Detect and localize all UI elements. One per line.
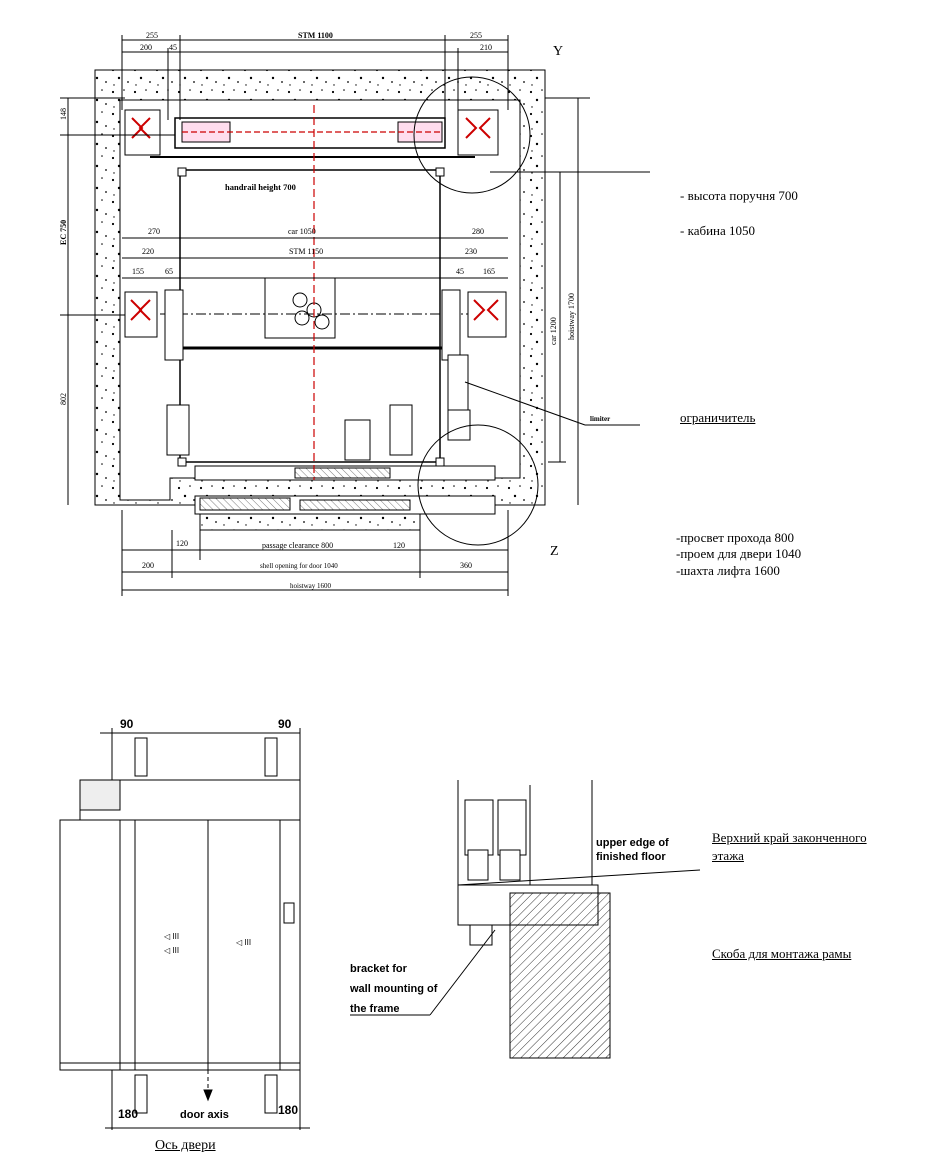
- dim-top-left-200: 200: [140, 43, 152, 52]
- dim-270: 270: [148, 227, 160, 236]
- dim-car-1200: car 1200: [549, 317, 558, 345]
- dim-stm-top: STM 1100: [298, 31, 333, 40]
- hoistway-plan: [60, 35, 650, 596]
- dim-bottom-120a: 120: [176, 539, 188, 548]
- door-axis-label: door axis: [180, 1109, 229, 1121]
- dim-passage: passage clearance 800: [262, 541, 333, 550]
- dim-top-right-255: 255: [470, 31, 482, 40]
- section-labels: upper edge of finished floor bracket for…: [349, 837, 669, 1015]
- dim-shell: shell opening for door 1040: [260, 562, 338, 570]
- dim-top-left-255: 255: [146, 31, 158, 40]
- dim-bottom-120b: 120: [393, 541, 405, 550]
- axis-z-label: Z: [550, 544, 559, 559]
- dim-bottom-360: 360: [460, 561, 472, 570]
- bracket-line1: bracket for: [350, 963, 408, 975]
- note-shaft: -шахта лифта 1600: [676, 563, 780, 578]
- dim-bottom-left-180: 180: [118, 1107, 138, 1121]
- dim-bottom-200: 200: [142, 561, 154, 570]
- dim-car-1050: car 1050: [288, 227, 316, 236]
- dim-165: 165: [483, 267, 495, 276]
- dim-230: 230: [465, 247, 477, 256]
- bracket-line3: the frame: [350, 1003, 400, 1015]
- limiter-label: limiter: [590, 415, 610, 423]
- dim-155: 155: [132, 267, 144, 276]
- dim-top-right-90: 90: [278, 717, 292, 731]
- door-marker-2: ◁ III: [164, 946, 179, 955]
- car-rail-left: [124, 291, 158, 338]
- dim-top-left-45: 45: [169, 43, 177, 52]
- plan-labels: 255 STM 1100 255 200 45 210 Y 148 EC 750…: [59, 31, 610, 590]
- dim-280: 280: [472, 227, 484, 236]
- rail-bracket-top-right: [457, 109, 499, 156]
- door-panels: [59, 819, 301, 1071]
- note-limiter: ограничитель: [680, 410, 756, 425]
- dim-left-ec750: EC 750: [59, 220, 68, 245]
- door-elevation-labels: 90 90 180 180 door axis ◁ III ◁ III ◁ II…: [118, 717, 298, 1121]
- note-upper-edge-ru-2: этажа: [712, 848, 744, 863]
- car-rail-right: [467, 291, 507, 338]
- dim-left-148: 148: [59, 108, 68, 120]
- dim-65: 65: [165, 267, 173, 276]
- floor-slab: [509, 892, 611, 1059]
- dim-45: 45: [456, 267, 464, 276]
- note-passage: -просвет прохода 800: [676, 530, 795, 545]
- dim-stm-1150: STM 1150: [289, 247, 323, 256]
- door-marker-3: ◁ III: [236, 938, 251, 947]
- upper-edge-line1: upper edge of: [596, 837, 669, 849]
- dim-left-802: 802: [59, 393, 68, 405]
- dim-top-right-210: 210: [480, 43, 492, 52]
- dim-hoistway-1700: hoistway 1700: [567, 293, 576, 340]
- door-elevation: [59, 728, 310, 1130]
- axis-y-label: Y: [553, 44, 563, 59]
- rail-bracket-top-left: [124, 109, 161, 156]
- note-bracket-ru: Скоба для монтажа рамы: [712, 946, 852, 961]
- door-marker-1: ◁ III: [164, 932, 179, 941]
- bracket-line2: wall mounting of: [349, 983, 438, 995]
- dim-220: 220: [142, 247, 154, 256]
- note-handrail: - высота поручня 700: [680, 188, 798, 203]
- dim-bottom-right-180: 180: [278, 1103, 298, 1117]
- dim-top-left-90: 90: [120, 717, 134, 731]
- upper-edge-line2: finished floor: [596, 851, 666, 863]
- dim-hoistway-1600: hoistway 1600: [290, 582, 332, 590]
- sill-section: [350, 780, 701, 1059]
- note-opening: -проем для двери 1040: [676, 546, 802, 561]
- note-cabin: - кабина 1050: [680, 223, 756, 238]
- detail-circle-bottom: [417, 424, 539, 546]
- handrail-label: handrail height 700: [225, 182, 296, 192]
- note-upper-edge-ru-1: Верхний край законченного: [712, 830, 867, 845]
- detail-circle-top: [413, 76, 531, 194]
- note-door-axis-ru: Ось двери: [155, 1138, 216, 1153]
